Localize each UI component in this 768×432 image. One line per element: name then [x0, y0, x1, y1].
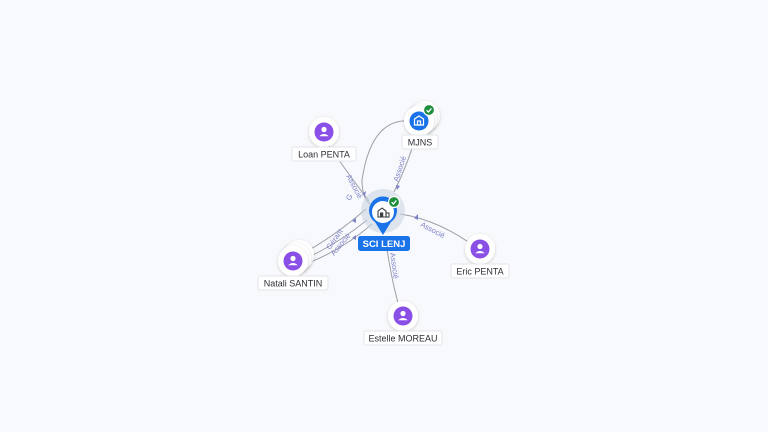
edge-label-estelle: Associé [388, 252, 401, 279]
node-label: Eric PENTA [456, 267, 503, 277]
person-icon [475, 243, 485, 254]
building-icon [413, 115, 425, 126]
center-node-sci-lenj[interactable]: SCI LENJ [358, 189, 410, 251]
verified-badge [422, 103, 436, 117]
edge-arrow [362, 191, 366, 196]
node-label: Estelle MOREAU [368, 334, 437, 344]
node-loan-penta[interactable]: Loan PENTA [291, 117, 357, 162]
node-label: Natali SANTIN [264, 279, 323, 289]
person-icon [288, 255, 298, 266]
node-natali-santin[interactable]: Natali SANTIN [257, 240, 329, 291]
person-icon [398, 310, 408, 321]
edge-arrow [396, 185, 400, 190]
edge-arrow [414, 214, 418, 220]
person-icon [319, 126, 329, 137]
verified-badge [387, 195, 401, 209]
edge-arrow [352, 218, 356, 223]
edge-arrow [352, 235, 356, 240]
node-label: MJNS [408, 138, 433, 148]
node-mjns[interactable]: MJNS [401, 101, 440, 150]
node-eric-penta[interactable]: Eric PENTA [450, 234, 510, 279]
check-icon [426, 107, 432, 113]
node-label: Loan PENTA [298, 150, 350, 160]
edge-label-natali-g: G [344, 192, 355, 202]
check-icon [391, 199, 397, 205]
edge-label-mjns: Associé [391, 155, 408, 183]
building-icon [377, 207, 390, 218]
node-estelle-moreau[interactable]: Estelle MOREAU [363, 301, 443, 346]
center-label: SCI LENJ [363, 239, 406, 250]
